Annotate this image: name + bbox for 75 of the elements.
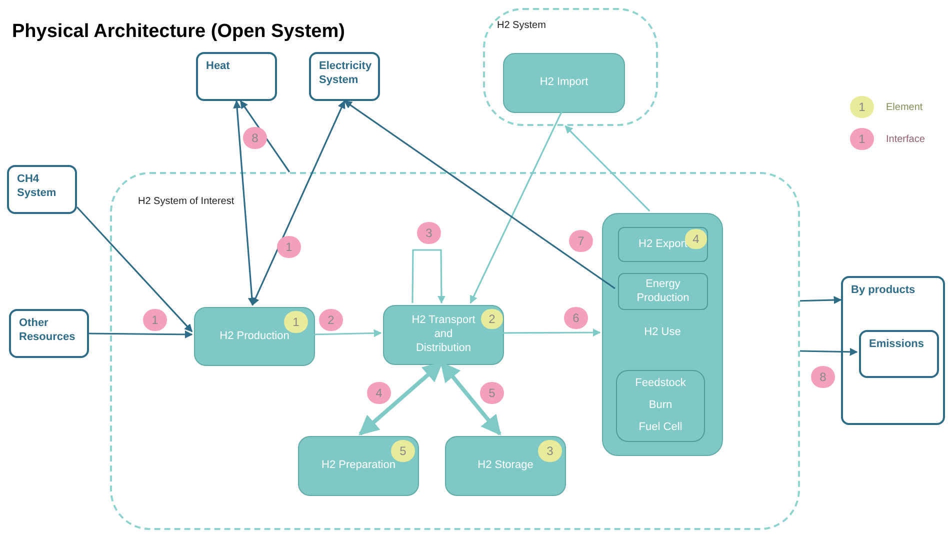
system-box — [9, 309, 89, 358]
node-text: H2 Production — [218, 330, 290, 344]
node-text: H2 Use — [643, 326, 682, 340]
node-text: 3 — [546, 443, 554, 460]
element-number — [538, 440, 562, 462]
element-box — [503, 53, 625, 113]
node-text: Other Resources — [19, 317, 76, 344]
system-box — [309, 52, 380, 101]
element-box — [445, 436, 566, 496]
legend-swatch: 1 — [850, 96, 874, 118]
legend-text: Interface — [886, 132, 925, 146]
sub-element-box — [616, 370, 705, 442]
node-text: Fuel Cell — [638, 421, 682, 435]
connector-arrow — [470, 110, 563, 304]
node-text: H2 Preparation — [320, 459, 396, 473]
node-text: 5 — [400, 443, 406, 460]
node-text: 2 — [488, 311, 496, 328]
connector-arrow — [800, 348, 858, 356]
sub-element-box — [618, 227, 708, 262]
system-boundary — [483, 8, 658, 126]
interface-number: 6 — [564, 307, 588, 329]
node-text: 1 — [292, 314, 300, 331]
sub-element-box — [618, 273, 708, 310]
node-text: 4 — [692, 231, 700, 248]
system-box — [859, 330, 939, 378]
element-number — [481, 309, 503, 329]
interface-number: 7 — [569, 230, 593, 252]
connector-arrow — [412, 249, 446, 304]
connector-arrow — [344, 100, 616, 290]
interface-number: 1 — [277, 236, 301, 258]
diagram-title: Physical Architecture (Open System) — [12, 20, 345, 44]
connector-arrow — [800, 296, 842, 304]
interface-number: 1 — [143, 309, 167, 331]
element-box — [194, 307, 315, 366]
connector-arrow — [440, 361, 502, 436]
node-text: Energy Production — [636, 278, 690, 306]
system-boundary — [110, 172, 800, 530]
element-number — [284, 311, 308, 333]
connector-arrow — [564, 125, 650, 212]
element-box — [602, 213, 723, 456]
interface-number: 2 — [319, 309, 343, 331]
node-text: H2 Import — [538, 76, 590, 90]
connector-arrow — [358, 362, 443, 436]
connector-arrow — [89, 330, 193, 338]
connector-arrow — [252, 100, 346, 306]
system-box — [841, 276, 945, 425]
interface-number: 4 — [367, 382, 391, 404]
node-text: By products — [851, 284, 916, 298]
node-text: H2 System of Interest — [138, 195, 234, 209]
interface-number: 3 — [417, 222, 441, 244]
interface-number: 8 — [243, 127, 267, 149]
element-number — [391, 440, 415, 462]
connector-arrow — [76, 206, 193, 332]
connector-arrow — [233, 100, 256, 306]
node-text: Feedstock — [635, 377, 686, 391]
legend-text: Element — [886, 100, 923, 114]
connector-arrow — [502, 328, 601, 337]
element-box — [383, 305, 504, 365]
node-text: Electricity System — [319, 60, 370, 88]
node-text: H2 System — [497, 19, 546, 33]
connector-arrow — [240, 100, 290, 172]
legend-swatch: 1 — [850, 128, 874, 150]
node-text: Heat — [206, 60, 231, 74]
system-box — [196, 52, 277, 101]
interface-number: 8 — [811, 366, 835, 388]
node-text: Burn — [648, 399, 672, 413]
node-text: H2 Storage — [476, 459, 534, 473]
node-text: H2 Transport and Distribution — [410, 314, 476, 356]
node-text: Emissions — [869, 338, 926, 352]
system-box — [7, 165, 77, 214]
connector-arrow — [312, 329, 382, 338]
node-text: H2 Export — [638, 238, 688, 252]
element-box — [298, 436, 419, 496]
interface-number: 5 — [480, 382, 504, 404]
node-text: CH4 System — [17, 173, 58, 200]
